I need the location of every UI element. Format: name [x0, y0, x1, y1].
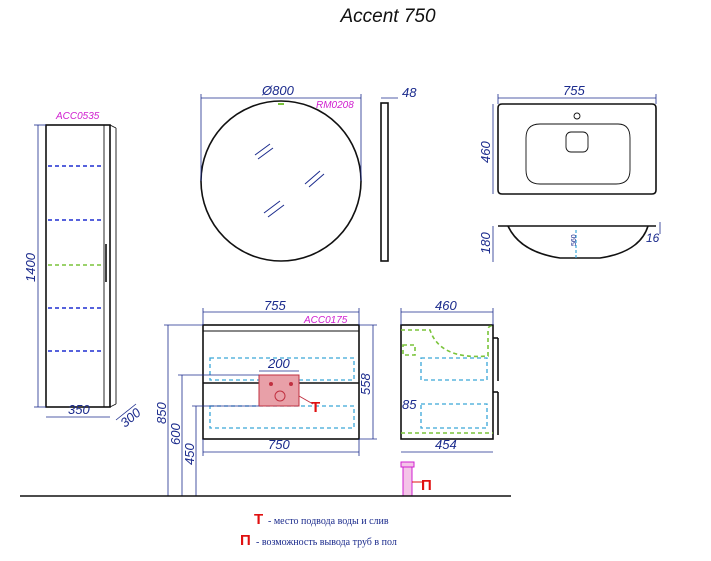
basin-profile-view: 560 180 16 — [478, 222, 661, 262]
dim-tall-depth: 300 — [117, 404, 144, 430]
side-drawer-2 — [420, 403, 488, 429]
dim-side-85: 85 — [402, 397, 417, 412]
vanity-front-view: Т ACC0175 755 200 750 558 850 600 450 — [154, 298, 377, 496]
basin-bowl — [525, 123, 631, 185]
dim-mirror-diameter: Ø800 — [261, 83, 295, 98]
basin-profile — [507, 225, 649, 259]
dim-basin-width: 755 — [563, 83, 585, 98]
tap-hole — [573, 112, 581, 120]
dim-tall-width: 350 — [68, 402, 90, 417]
p-marker: П — [421, 477, 432, 494]
mirror-reflection-marks — [254, 143, 325, 218]
mirror-circle — [200, 100, 362, 262]
side-body — [400, 324, 494, 440]
side-drawer-1 — [420, 357, 488, 381]
tall-cabinet-view: ACC0535 1400 350 300 — [23, 111, 144, 430]
dim-mount-450: 450 — [182, 443, 197, 465]
dim-side-depth: 460 — [435, 298, 457, 313]
dim-mount-600: 600 — [168, 423, 183, 445]
dim-vanity-width: 755 — [264, 298, 286, 313]
vanity-code: ACC0175 — [303, 315, 348, 326]
dim-vanity-inner-width: 750 — [268, 437, 290, 452]
legend-p-mark: П — [240, 532, 251, 549]
drawer-2-outline — [209, 405, 355, 429]
dim-profile-inner: 560 — [571, 234, 578, 246]
legend-p-text: - возможность вывода труб в пол — [256, 537, 397, 548]
drawing-title: Accent 750 — [339, 6, 435, 27]
mirror-side — [380, 102, 389, 262]
t-marker: Т — [311, 399, 320, 416]
basin-top-view: 755 460 — [478, 83, 657, 195]
vanity-side-view: 460 85 454 — [400, 298, 499, 453]
mirror-code: RM0208 — [316, 100, 354, 111]
dim-tall-height: 1400 — [23, 252, 38, 282]
dim-mirror-depth: 48 — [402, 85, 417, 100]
dim-service-zone: 200 — [267, 356, 290, 371]
dim-side-inner-depth: 454 — [435, 437, 457, 452]
dim-basin-height: 180 — [478, 232, 493, 254]
vanity-body — [202, 324, 360, 440]
dim-basin-rim: 16 — [646, 231, 660, 245]
tall-cabinet-body — [45, 124, 111, 408]
dim-basin-depth: 460 — [478, 141, 493, 163]
dim-mount-850: 850 — [154, 402, 169, 424]
dim-vanity-height: 558 — [358, 373, 373, 395]
basin-drain — [565, 131, 589, 153]
mirror-view: Ø800 RM0208 48 — [200, 83, 417, 262]
floor-pipe: П — [400, 461, 432, 497]
basin-outline — [497, 103, 657, 195]
legend: Т - место подвода воды и слив П - возмож… — [240, 511, 397, 549]
side-basin-profile — [401, 325, 493, 358]
tall-cabinet-code: ACC0535 — [55, 111, 100, 122]
legend-t-mark: Т — [254, 511, 263, 528]
legend-t-text: - место подвода воды и слив — [268, 516, 389, 527]
